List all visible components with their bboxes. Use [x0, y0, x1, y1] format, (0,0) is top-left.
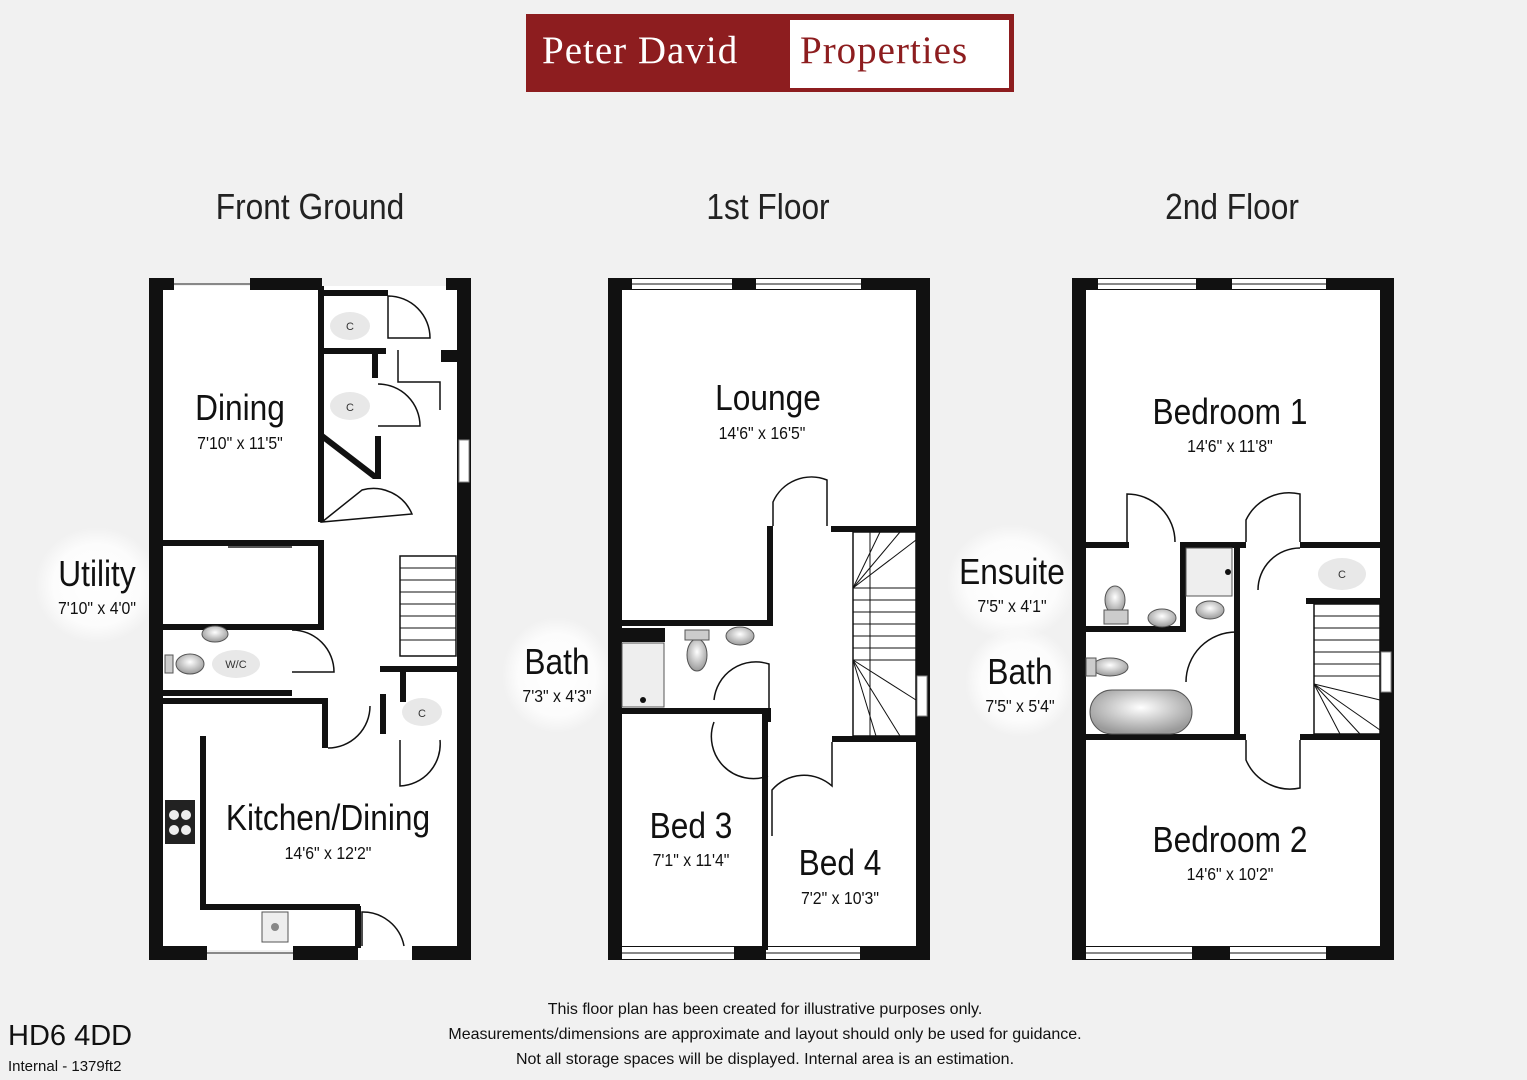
room-dims-bedroom1: 14'6" x 11'8" — [1187, 436, 1273, 456]
basin-icon — [1147, 608, 1177, 628]
room-dims-dining: 7'10" x 11'5" — [197, 433, 283, 453]
ground-stairs — [399, 555, 457, 657]
room-name-ensuite: Ensuite — [959, 552, 1065, 592]
room-name-bath-second: Bath — [987, 652, 1052, 692]
room-name-utility: Utility — [58, 554, 135, 594]
room-dims-bath-first: 7'3" x 4'3" — [522, 686, 591, 706]
toilet-icon — [1091, 657, 1129, 677]
room-dims-bedroom2: 14'6" x 10'2" — [1187, 864, 1274, 884]
basin-icon — [201, 625, 229, 643]
wc-label: W/C — [225, 659, 246, 671]
floor-title-second: 2nd Floor — [1165, 186, 1299, 227]
room-dims-bed4: 7'2" x 10'3" — [801, 888, 879, 908]
toilet-icon — [175, 653, 205, 675]
room-name-lounge: Lounge — [715, 378, 821, 418]
second-floor-stairs — [1313, 603, 1381, 735]
room-name-bedroom1: Bedroom 1 — [1153, 392, 1308, 432]
second-floor-plan — [1072, 278, 1394, 960]
ensuite-label-glow — [947, 524, 1077, 640]
room-name-kitchen: Kitchen/Dining — [226, 798, 430, 838]
floor-title-ground: Front Ground — [215, 186, 405, 227]
bath1-label-glow — [502, 617, 612, 733]
hob-icon — [165, 800, 195, 844]
room-dims-bath-second: 7'5" x 5'4" — [985, 696, 1054, 716]
bathtub-icon — [1089, 689, 1193, 735]
brand-logo: Peter David Properties — [526, 14, 1014, 92]
room-name-bed4: Bed 4 — [799, 843, 882, 883]
wall-ground-right — [457, 278, 471, 960]
ground-floor-plan — [149, 278, 471, 960]
first-floor-plan — [608, 278, 930, 960]
cupboard-label: C — [1338, 569, 1346, 581]
room-name-bed3: Bed 3 — [650, 806, 733, 846]
cupboard-shading-1 — [330, 312, 370, 340]
room-labels: Dining 7'10" x 11'5" Utility 7'10" x 4'0… — [58, 378, 1307, 908]
disclaimer: This floor plan has been created for ill… — [380, 997, 1150, 1072]
shower-icon — [621, 642, 665, 708]
shower-icon — [1185, 547, 1233, 597]
room-dims-ensuite: 7'5" x 4'1" — [977, 596, 1046, 616]
basin-icon — [725, 626, 755, 646]
utility-label-glow — [35, 527, 159, 643]
room-dims-kitchen: 14'6" x 12'2" — [285, 843, 372, 863]
disclaimer-line-1: This floor plan has been created for ill… — [547, 1001, 983, 1018]
toilet-icon — [686, 638, 708, 672]
brand-name-part1: Peter David — [542, 29, 739, 72]
room-dims-lounge: 14'6" x 16'5" — [719, 423, 806, 443]
room-dims-bed3: 7'1" x 11'4" — [653, 850, 730, 870]
internal-area: Internal - 1379ft2 — [8, 1058, 122, 1075]
room-dims-utility: 7'10" x 4'0" — [58, 598, 136, 618]
brand-name-box: Properties — [790, 20, 1009, 88]
basin-icon — [1195, 600, 1225, 620]
cupboard-label: C — [346, 321, 354, 333]
floor-title-first: 1st Floor — [706, 186, 830, 227]
room-name-dining: Dining — [195, 388, 285, 428]
wall-ground-left — [149, 278, 163, 960]
cupboard-label: C — [346, 402, 354, 414]
room-name-bedroom2: Bedroom 2 — [1153, 820, 1308, 860]
cupboard-label: C — [418, 708, 426, 720]
brand-name-part2: Properties — [800, 29, 969, 72]
disclaimer-line-2: Measurements/dimensions are approximate … — [448, 1026, 1082, 1043]
postcode: HD6 4DD — [8, 1020, 133, 1052]
room-name-bath-first: Bath — [524, 642, 589, 682]
disclaimer-line-3: Not all storage spaces will be displayed… — [515, 1051, 1015, 1068]
first-floor-stairs — [852, 531, 917, 737]
bath2-label-glow — [965, 627, 1075, 737]
fixture-labels: C C C C W/C — [225, 321, 1346, 720]
